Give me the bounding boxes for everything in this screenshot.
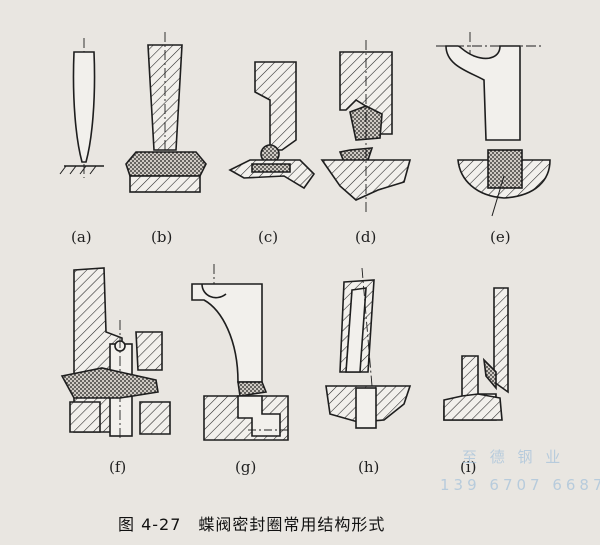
panel-label-h: (h) bbox=[358, 458, 379, 476]
panel-g-drawing bbox=[191, 264, 290, 441]
figure-caption: 图 4-27 蝶阀密封圈常用结构形式 bbox=[118, 515, 385, 534]
panel-f-drawing bbox=[60, 267, 171, 440]
panel-label-f: (f) bbox=[109, 458, 126, 476]
panel-label-e: (e) bbox=[490, 228, 511, 246]
watermark-line-1: 至 德 钢 业 bbox=[462, 448, 564, 466]
panel-c-drawing bbox=[228, 61, 316, 190]
panel-d-drawing bbox=[320, 40, 412, 212]
watermark-line-2: 139 6707 6687 bbox=[440, 476, 600, 494]
panel-a-drawing bbox=[59, 38, 104, 178]
panel-label-a: (a) bbox=[71, 228, 92, 246]
panel-h-drawing bbox=[325, 267, 412, 429]
panel-label-i: (i) bbox=[460, 458, 477, 476]
panel-b-drawing bbox=[125, 32, 207, 193]
panel-label-d: (d) bbox=[355, 228, 376, 246]
panel-i-drawing bbox=[443, 287, 509, 421]
panel-e-drawing bbox=[436, 32, 551, 217]
panel-label-g: (g) bbox=[235, 458, 256, 476]
panel-label-c: (c) bbox=[258, 228, 278, 246]
panel-label-b: (b) bbox=[151, 228, 172, 246]
